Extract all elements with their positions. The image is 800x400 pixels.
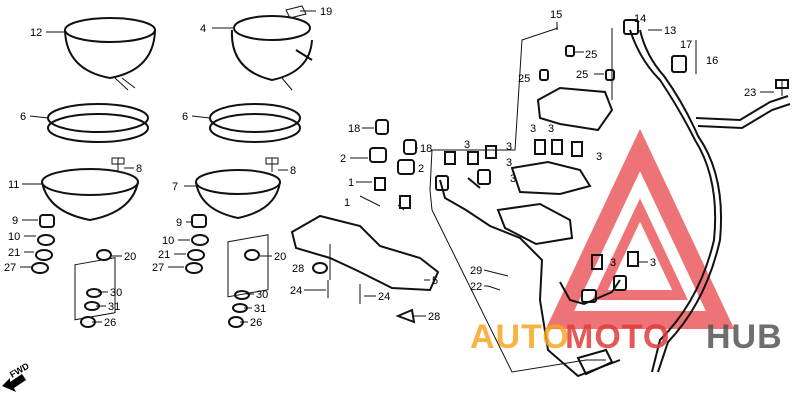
callout: 11 [8, 179, 19, 191]
callout: 18 [348, 123, 360, 135]
watermark-word-hub: HUB [706, 318, 783, 356]
callout: 20 [124, 251, 136, 263]
callout: 9 [176, 217, 182, 229]
callout: 7 [172, 181, 178, 193]
callout: 30 [110, 287, 122, 299]
callout: 31 [254, 303, 266, 315]
indicator-housing [429, 27, 639, 378]
callout: 18 [420, 143, 432, 155]
callout: 31 [108, 301, 120, 313]
callout: 3 [610, 257, 616, 269]
speedometer-assembly [31, 17, 156, 328]
callout: 19 [320, 6, 332, 18]
callout: 28 [292, 263, 304, 275]
callout: 5 [432, 275, 438, 287]
callout: 25 [518, 73, 530, 85]
callout: 25 [576, 69, 588, 81]
callout: 8 [290, 165, 296, 177]
callout: 30 [256, 289, 268, 301]
cable-assembly [623, 19, 791, 373]
tachometer-assembly [185, 5, 313, 328]
callout: 20 [274, 251, 286, 263]
callout: 1 [348, 177, 354, 189]
callout: 28 [428, 311, 440, 323]
callout: 29 [470, 265, 482, 277]
callout: 2 [418, 163, 424, 175]
callout: 26 [250, 317, 262, 329]
callout: 3 [530, 123, 536, 135]
callout: 1 [344, 197, 350, 209]
callout: 27 [4, 262, 16, 274]
callout: 13 [664, 25, 676, 37]
callout: 17 [680, 39, 692, 51]
callout: 3 [548, 123, 554, 135]
watermark-logo [545, 128, 735, 329]
callout: 25 [585, 49, 597, 61]
callout: 15 [550, 9, 562, 21]
callout: 2 [340, 153, 346, 165]
callout: 9 [12, 215, 18, 227]
forward-arrow [2, 374, 26, 392]
callout: 21 [8, 247, 20, 259]
callout: 3 [596, 151, 602, 163]
callout: 26 [104, 317, 116, 329]
callout: 8 [136, 163, 142, 175]
callout: 3 [510, 173, 516, 185]
callout: 6 [20, 111, 26, 123]
watermark-word-auto: AUTO [470, 318, 570, 356]
callout: 27 [152, 262, 164, 274]
callout: 3 [650, 257, 656, 269]
callout-labels: 19 12 4 15 14 13 17 16 25 25 25 23 6 6 1… [4, 6, 774, 329]
callout: 3 [464, 139, 470, 151]
callout: 10 [162, 235, 174, 247]
watermark-word-moto: MOTO [565, 318, 670, 356]
callout: 3 [506, 157, 512, 169]
callout: 10 [8, 231, 20, 243]
callout: 6 [182, 111, 188, 123]
callout: 12 [30, 27, 42, 39]
callout: 4 [200, 23, 206, 35]
callout: 24 [378, 291, 390, 303]
watermark-text: AUTO MOTO HUB [470, 318, 783, 356]
callout: 16 [706, 55, 718, 67]
bracket-assembly [290, 119, 440, 324]
callout: 24 [290, 285, 302, 297]
callout: 21 [158, 249, 170, 261]
callout: 22 [470, 281, 482, 293]
callout: 3 [506, 141, 512, 153]
callout: 14 [634, 13, 646, 25]
callout: 23 [744, 87, 756, 99]
